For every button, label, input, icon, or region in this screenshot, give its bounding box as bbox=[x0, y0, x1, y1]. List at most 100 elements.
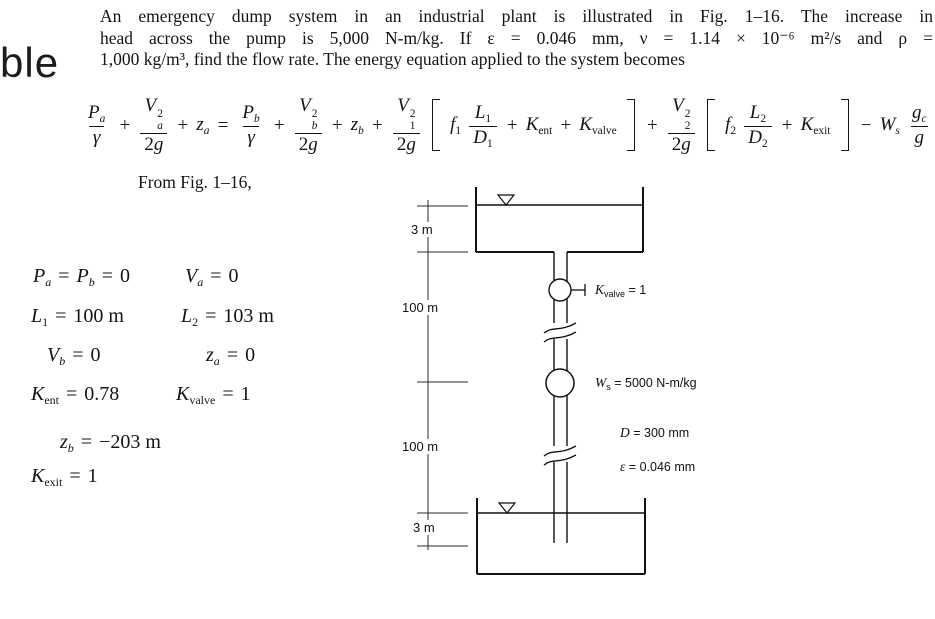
operator: = bbox=[55, 305, 67, 328]
operator: = bbox=[205, 305, 217, 328]
math-symbol: Kexit bbox=[31, 465, 63, 490]
operator: + bbox=[506, 115, 518, 136]
valve-label: Kvalve = 1 bbox=[595, 282, 647, 299]
problem-line-3: 1,000 kg/m³, find the flow rate. The ene… bbox=[100, 49, 685, 69]
problem-line-2: head across the pump is 5,000 N-m/kg. If… bbox=[100, 27, 933, 48]
operator: + bbox=[119, 115, 131, 136]
given-value: Va = 0 bbox=[185, 265, 239, 288]
problem-statement: An emergency dump system in an industria… bbox=[100, 6, 933, 71]
math-symbol: zb bbox=[350, 114, 364, 138]
math-symbol: zb bbox=[60, 431, 74, 456]
operator: = bbox=[226, 344, 239, 367]
pump-label: Ws = 5000 N-m/kg bbox=[595, 375, 697, 392]
math-symbol: Kexit bbox=[800, 114, 831, 138]
roughness-label: ε = 0.046 mm bbox=[620, 459, 696, 474]
math-symbol: Kent bbox=[525, 114, 553, 138]
operator: + bbox=[781, 115, 793, 136]
given-value: Kexit = 1 bbox=[31, 465, 98, 488]
math-symbol: g bbox=[406, 133, 416, 155]
dimension-lines bbox=[417, 200, 468, 550]
bracket bbox=[840, 99, 849, 151]
problem-line-1: An emergency dump system in an industria… bbox=[100, 6, 933, 26]
operator: = bbox=[222, 383, 234, 406]
math-symbol: L1 bbox=[31, 305, 49, 330]
system-diagram bbox=[417, 187, 646, 575]
math-symbol: g bbox=[153, 133, 164, 155]
dim-100m-lower: 100 m bbox=[400, 439, 441, 454]
math-symbol: L2 bbox=[181, 305, 199, 330]
math-symbol: D2 bbox=[748, 126, 768, 150]
value: 0 bbox=[245, 344, 256, 367]
operator: = bbox=[72, 344, 84, 367]
math-symbol: gc bbox=[911, 102, 927, 126]
value: 2 bbox=[144, 133, 154, 155]
math-symbol: za bbox=[206, 344, 220, 369]
value: 0 bbox=[228, 265, 239, 288]
pump-symbol bbox=[545, 368, 575, 398]
value: 100 m bbox=[73, 305, 124, 328]
value: 2 bbox=[396, 133, 407, 155]
value: 0.78 bbox=[84, 383, 120, 406]
math-symbol: γ bbox=[247, 126, 255, 148]
operator: = bbox=[80, 431, 93, 454]
operator: + bbox=[331, 115, 343, 136]
math-symbol: g bbox=[681, 133, 691, 155]
value: 2 bbox=[671, 133, 682, 155]
lower-reservoir bbox=[476, 498, 646, 575]
math-symbol: γ bbox=[92, 126, 101, 148]
math-symbol: f2 bbox=[725, 114, 737, 138]
given-value: Kvalve=1 bbox=[176, 383, 251, 406]
operator: + bbox=[560, 115, 572, 136]
given-value: Pa=Pb=0 bbox=[33, 265, 130, 288]
math-symbol: g bbox=[914, 126, 925, 148]
math-symbol: Va bbox=[185, 265, 204, 290]
given-value: za = 0 bbox=[206, 344, 255, 367]
pipe-break-upper bbox=[543, 322, 577, 343]
math-symbol: Kvalve bbox=[176, 383, 216, 408]
math-symbol: L2 bbox=[749, 102, 767, 126]
water-surface-icon bbox=[497, 502, 517, 514]
value: 2 bbox=[298, 133, 309, 155]
math-symbol: za bbox=[196, 114, 210, 138]
given-value: L2=103 m bbox=[181, 305, 274, 328]
math-symbol: Pa bbox=[88, 102, 106, 126]
math-symbol: f1 bbox=[450, 114, 462, 138]
dim-3m-bottom: 3 m bbox=[411, 520, 437, 535]
operator: = bbox=[66, 383, 78, 406]
operator: = bbox=[69, 465, 81, 488]
dim-100m-upper: 100 m bbox=[400, 300, 441, 315]
pipe-break-lower bbox=[543, 445, 577, 466]
value: 0 bbox=[90, 344, 101, 367]
bracket bbox=[706, 99, 715, 151]
water-surface-icon bbox=[496, 194, 516, 206]
operator: + bbox=[273, 115, 285, 136]
given-value: Vb = 0 bbox=[47, 344, 101, 367]
bracket bbox=[626, 99, 635, 151]
math-symbol: Kvalve bbox=[579, 114, 617, 138]
operator: − bbox=[860, 115, 872, 136]
from-figure-caption: From Fig. 1–16, bbox=[138, 172, 252, 192]
operator: = bbox=[210, 265, 222, 288]
math-symbol: Vb bbox=[47, 344, 66, 369]
math-symbol: Pb bbox=[76, 265, 95, 290]
given-value: Kent=0.78 bbox=[31, 383, 119, 406]
math-symbol: L1 bbox=[474, 102, 492, 126]
value: 1 bbox=[87, 465, 98, 488]
operator: + bbox=[371, 115, 383, 136]
operator: + bbox=[646, 115, 658, 136]
cropped-margin-word: ble bbox=[0, 39, 60, 86]
diameter-label: D = 300 mm bbox=[620, 425, 690, 440]
math-symbol: D1 bbox=[473, 126, 493, 150]
